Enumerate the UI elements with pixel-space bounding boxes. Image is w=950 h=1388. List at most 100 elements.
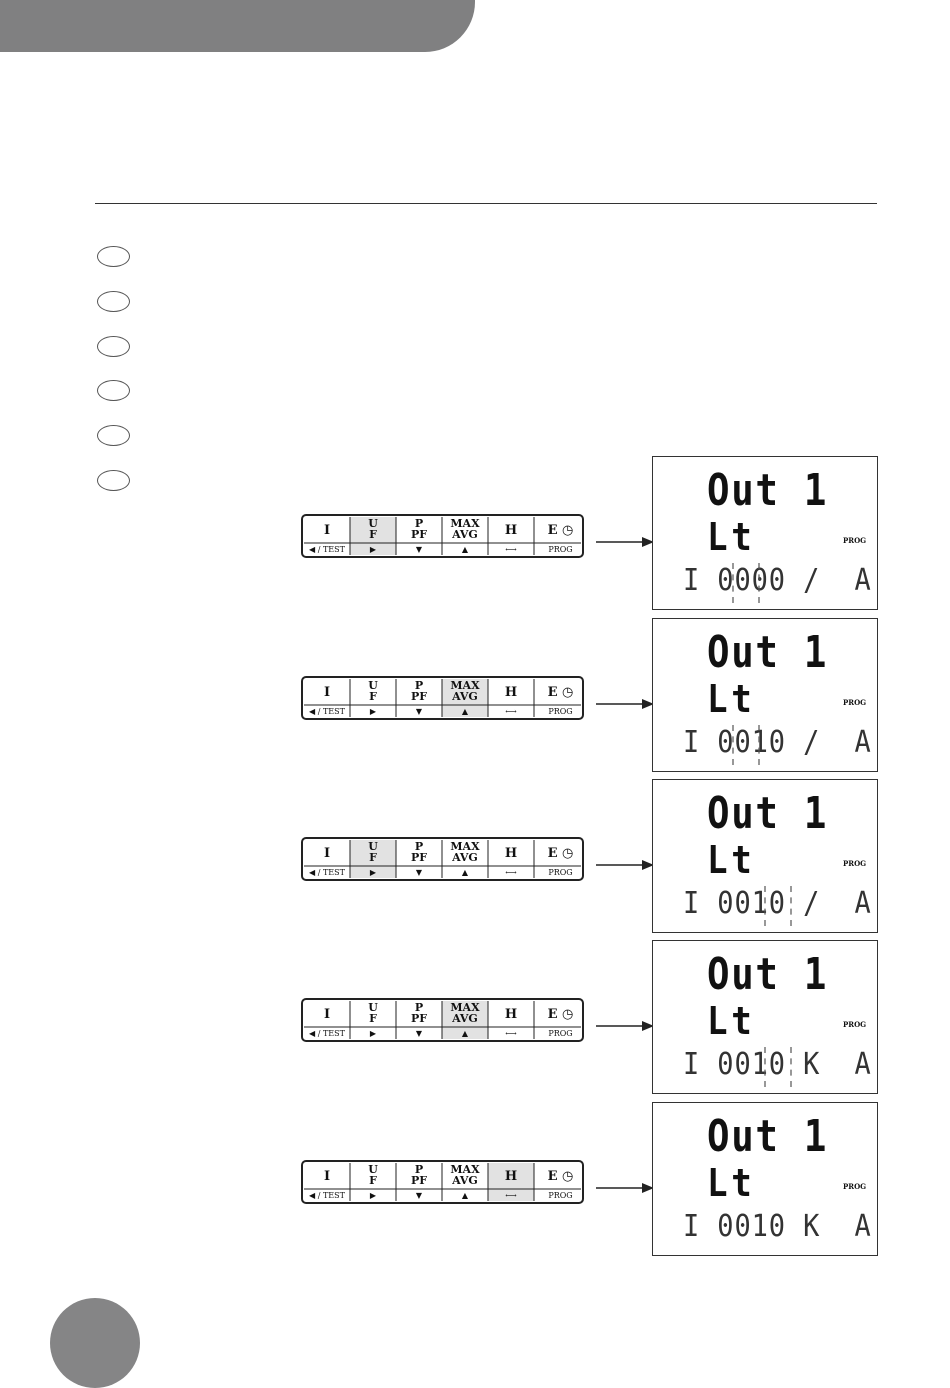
language-bullet[interactable]	[97, 470, 130, 491]
keypad-key[interactable]: I◀ / TEST	[309, 523, 346, 554]
key-label: PF	[411, 851, 427, 864]
key-label: F	[369, 1174, 377, 1187]
lcd-line-2: Lt	[707, 1161, 756, 1205]
key-label: PF	[411, 528, 427, 541]
key-sublabel: PROG	[548, 545, 572, 554]
prog-indicator: PROG	[843, 698, 867, 707]
key-sublabel: ⟷	[505, 707, 517, 716]
keypad-key[interactable]: I◀ / TEST	[309, 846, 346, 877]
key-sublabel: ▲	[462, 1029, 469, 1038]
key-sublabel: ▲	[462, 1191, 469, 1200]
blinking-digit-indicator	[731, 725, 760, 765]
blinking-digit-indicator	[731, 563, 760, 603]
keypad-key[interactable]: E ◷PROG	[533, 1001, 574, 1039]
keypad-key[interactable]: H⟷	[487, 679, 517, 717]
language-bullet[interactable]	[97, 336, 130, 357]
key-label: PF	[411, 1012, 427, 1025]
lcd-line-1: Out 1	[707, 1111, 829, 1162]
key-label: P	[415, 1001, 423, 1014]
keypad-key[interactable]: H⟷	[487, 1001, 517, 1039]
section-divider	[95, 203, 877, 204]
keypad-key[interactable]: PPF▼	[395, 679, 427, 717]
language-bullet[interactable]	[97, 246, 130, 267]
keypad-key[interactable]: E ◷ PROG	[533, 517, 574, 555]
key-label: AVG	[451, 1174, 478, 1187]
key-label: P	[415, 1163, 423, 1176]
key-label: U	[368, 1001, 378, 1014]
lcd-line-3: I 0010 / A	[683, 725, 872, 760]
prog-indicator: PROG	[843, 1182, 867, 1191]
keypad-key[interactable]: UF▶	[349, 1163, 378, 1201]
key-label: MAX	[450, 1163, 480, 1176]
key-label: E ◷	[548, 846, 574, 861]
key-label: PF	[411, 1174, 427, 1187]
key-label: MAX	[450, 517, 480, 530]
language-bullet[interactable]	[97, 425, 130, 446]
key-sublabel: ▼	[416, 1191, 423, 1200]
key-label: E ◷	[548, 523, 574, 538]
key-label: AVG	[451, 851, 478, 864]
lcd-line-3: I 0010 K A	[683, 1209, 872, 1244]
key-label: P	[415, 840, 423, 853]
keypad-key[interactable]: PPF ▼	[395, 1001, 427, 1039]
keypad-key[interactable]: UF▶	[349, 1001, 378, 1039]
key-sublabel: ▲	[462, 707, 469, 716]
key-sublabel: ▼	[416, 1029, 423, 1038]
key-label: P	[415, 517, 423, 530]
blinking-digit-indicator	[764, 886, 792, 926]
keypad-key[interactable]: I◀ / TEST	[309, 685, 346, 716]
keypad-key[interactable]: E ◷PROG	[533, 840, 574, 878]
lcd-line-1: Out 1	[707, 788, 829, 839]
key-label: MAX	[450, 840, 480, 853]
keypad-key[interactable]: H⟷	[487, 1163, 534, 1201]
language-bullet[interactable]	[97, 291, 130, 312]
key-label: MAX	[450, 1001, 480, 1014]
keypad-key[interactable]: PPF▼	[395, 840, 427, 878]
arrow-right-icon	[596, 533, 654, 547]
lcd-line-1: Out 1	[707, 627, 829, 678]
key-label: E ◷	[548, 1007, 574, 1022]
key-sublabel: ◀ / TEST	[309, 868, 346, 877]
key-sublabel: ▶	[370, 1029, 377, 1038]
key-sublabel: PROG	[548, 707, 572, 716]
key-label: H	[505, 1169, 517, 1184]
keypad-key[interactable]: E ◷PROG	[533, 679, 573, 717]
page-number-circle	[50, 1298, 140, 1388]
keypad-key[interactable]: H⟷	[487, 517, 517, 555]
key-sublabel: ◀ / TEST	[309, 545, 346, 554]
keypad-key[interactable]: I◀ / TEST	[309, 1007, 346, 1038]
keypad-key[interactable]: E ◷PROG	[533, 1163, 574, 1201]
keypad-key[interactable]: PPF ▼	[395, 1163, 427, 1201]
key-label: H	[505, 685, 517, 700]
keypad-key[interactable]: UF▶	[349, 517, 396, 555]
lcd-line-2: Lt	[707, 999, 756, 1043]
key-sublabel: ▶	[370, 1191, 377, 1200]
prog-indicator: PROG	[843, 1020, 867, 1029]
key-label: F	[369, 690, 377, 703]
key-label: H	[505, 846, 517, 861]
key-sublabel: ⟷	[505, 1191, 517, 1200]
prog-indicator: PROG	[843, 859, 867, 868]
keypad-key[interactable]: PPF▼	[395, 517, 427, 555]
key-label: I	[324, 1169, 330, 1184]
key-label: I	[324, 685, 330, 700]
language-bullet[interactable]	[97, 380, 130, 401]
keypad-key[interactable]: UF▶	[349, 679, 378, 717]
lcd-line-2: Lt	[707, 838, 756, 882]
key-label: U	[368, 679, 378, 692]
keypad-key[interactable]: UF▶	[349, 840, 396, 878]
keypad-key[interactable]: H⟷	[487, 840, 517, 878]
key-label: E ◷	[548, 1169, 574, 1184]
keypad-key[interactable]: I◀ / TEST	[309, 1169, 346, 1200]
